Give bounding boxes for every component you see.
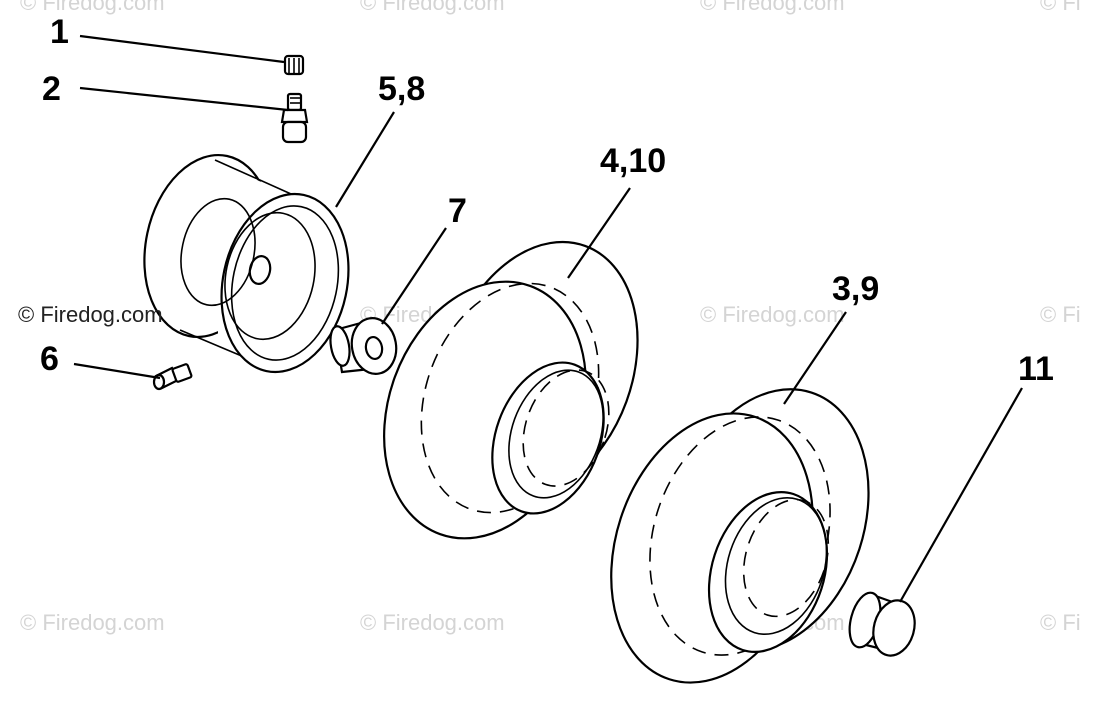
leader-line (79, 86, 289, 112)
callout-label-3-9: 3,9 (832, 270, 879, 308)
watermark: © Firedog.com (360, 610, 505, 635)
callout-labels: 1 2 5,8 4,10 7 3,9 6 11 (40, 13, 1054, 388)
watermark: © Firedog.com (20, 0, 165, 15)
leader-lines (73, 34, 1023, 603)
watermark: © Firedog.com (700, 302, 845, 327)
watermark: © Firedog.com (360, 0, 505, 15)
callout-label-11: 11 (1018, 350, 1054, 388)
valve-cap-part (283, 54, 305, 76)
leader-line (783, 311, 847, 405)
valve-stem-part (280, 92, 309, 144)
bushing-part (329, 317, 398, 375)
watermark: © Fi (1040, 302, 1081, 327)
leader-line (73, 362, 161, 380)
callout-label-7: 7 (448, 192, 467, 230)
leader-line (567, 187, 631, 279)
watermark: © Firedog.com (700, 0, 845, 15)
callout-label-6: 6 (40, 340, 59, 378)
watermark-overlay: © Firedog.com (18, 302, 163, 327)
watermark: © Fi (1040, 610, 1081, 635)
rim-part (143, 153, 350, 374)
watermark: © Firedog.com (20, 610, 165, 635)
leader-line (79, 34, 285, 64)
watermark: © Fi (1040, 0, 1081, 15)
leader-line (381, 227, 447, 325)
grease-fitting-part (152, 363, 193, 391)
front-tire-part (383, 240, 639, 540)
leader-line (899, 387, 1023, 603)
callout-label-4-10: 4,10 (600, 142, 666, 180)
callout-label-2: 2 (42, 70, 61, 108)
callout-label-5-8: 5,8 (378, 70, 425, 108)
hub-cap-part (848, 591, 916, 657)
rear-tire-part (610, 388, 870, 684)
callout-label-1: 1 (50, 13, 69, 51)
leader-line (335, 111, 395, 208)
